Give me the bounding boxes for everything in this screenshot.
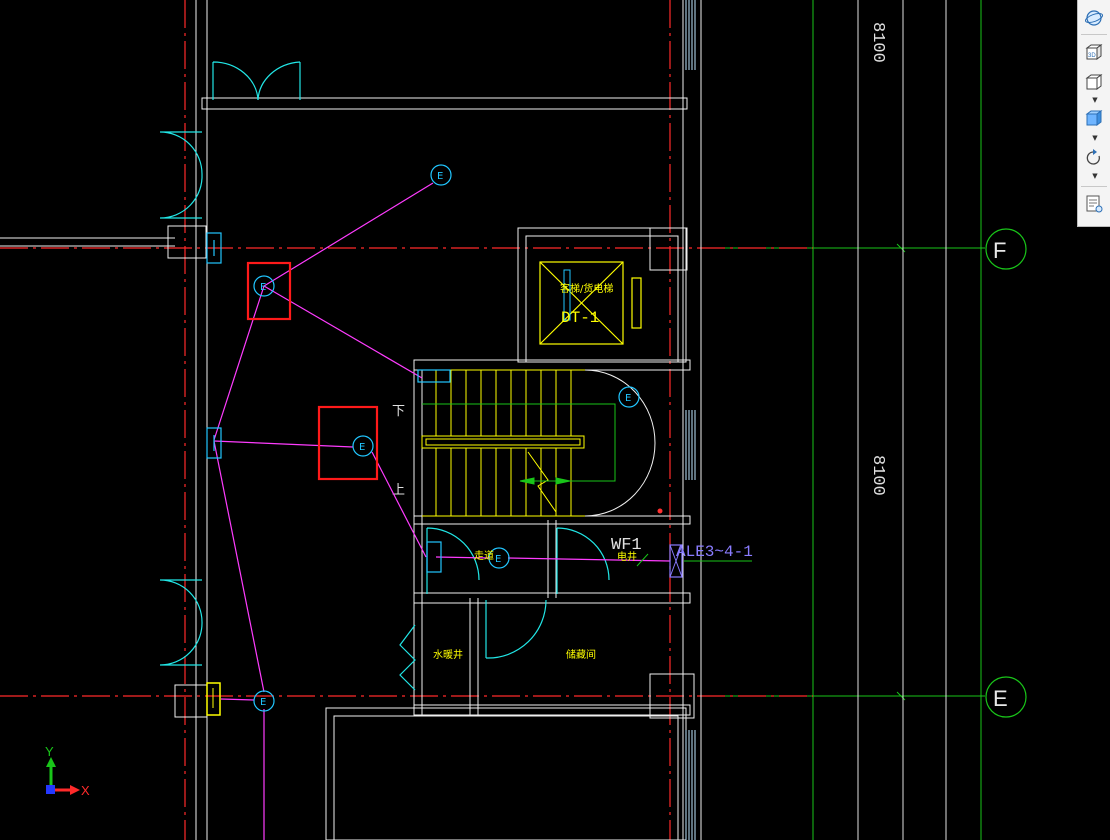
axis-bubble-e[interactable]: E [985,676,1027,718]
highlight-box-1[interactable] [246,261,292,321]
axis-lines [0,0,813,840]
switch-boxes[interactable] [206,232,451,573]
water-well-label: 水暖井 [433,648,463,661]
fixture-label-4: E [625,393,631,404]
ucs-x-label: X [81,783,90,798]
axis-bubble-f[interactable]: F [985,228,1027,270]
3d-view-icon[interactable]: 3D [1082,40,1106,64]
corridor-label: 走道 [474,549,494,562]
storage-label: 储藏间 [566,648,596,661]
light-fixtures[interactable] [253,164,640,712]
chevron-down-icon[interactable]: ▼ [1092,96,1098,104]
chevron-down-icon[interactable]: ▼ [1092,134,1098,142]
elevator-room-label: 客梯/货电梯 [560,282,613,295]
distribution-panel[interactable] [669,544,683,578]
fixture-label-1: E [437,171,443,182]
fixture-label-3: E [359,442,365,453]
wireframe-cube-icon[interactable] [1082,70,1106,94]
dimension-text-middle: 8100 [868,455,887,496]
ucs-icon: Y X [45,744,90,798]
chevron-down-icon[interactable]: ▼ [1092,172,1098,180]
highlight-box-2[interactable] [317,405,379,481]
axis-label-f: F [993,238,1006,263]
orbit-globe-icon[interactable] [1082,6,1106,30]
svg-text:3D: 3D [1088,53,1096,59]
navigation-bar: 3D ▼ ▼ ▼ [1077,0,1110,227]
axis-label-e: E [993,686,1008,711]
red-marker [657,508,663,514]
rotate-icon[interactable] [1082,146,1106,170]
walls [0,0,702,840]
wiring [213,182,671,840]
cable-label: ALE3~4-1 [676,543,753,561]
shaded-cube-icon[interactable] [1082,106,1106,130]
selected-switch[interactable] [206,682,221,716]
stair-up-label: 上 [392,483,405,498]
stair-down-label: 下 [392,404,405,419]
fixture-label-2: E [260,282,266,293]
ucs-y-label: Y [45,744,54,759]
layer-properties-icon[interactable] [1082,192,1106,216]
fixture-label-5: E [495,554,501,565]
fixture-label-6: E [260,697,266,708]
window-right [685,0,696,840]
dimension-text-top: 8100 [868,22,887,63]
staircase[interactable] [421,369,616,517]
elevator-car[interactable] [539,261,642,345]
panel-label: WF1 [611,536,642,555]
elevator-tag: DT-1 [561,309,599,327]
doors [159,61,610,691]
dimension-lines-white [857,0,947,840]
dimension-lines [703,0,985,840]
power-room-label: 电井 [617,550,637,563]
